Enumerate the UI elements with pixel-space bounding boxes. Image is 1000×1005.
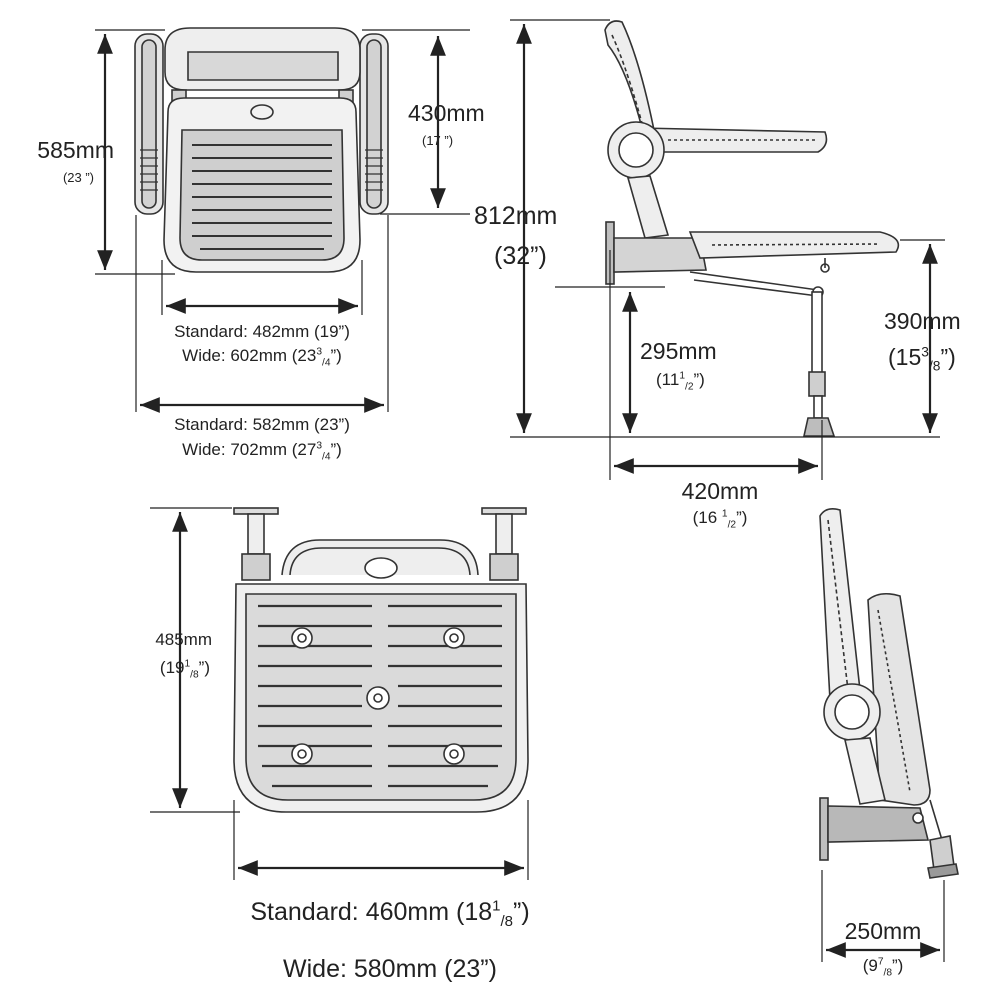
front-view-width-standard: Standard: 460mm (181/8”) <box>180 897 600 930</box>
folded-view-drawing <box>819 508 959 879</box>
front-view-height-mm: 485mm <box>155 630 212 649</box>
front-width-standard-text: Standard: 460mm (18 <box>250 898 493 926</box>
top-view-back-in: (17 ”) <box>422 133 454 148</box>
side-view-depth-in: (16 1/2”) <box>620 508 820 531</box>
top-view-height-mm: 585mm <box>37 137 114 163</box>
top-view-back-mm: 430mm <box>408 100 485 126</box>
side-view-seat-height-mm: 390mm <box>884 308 961 334</box>
front-view-height-in: (191/8”) <box>159 658 210 681</box>
side-view-dimensions <box>510 19 945 480</box>
folded-depth-in-end: ”) <box>891 956 904 975</box>
side-view-total-height-in: (32”) <box>494 242 547 270</box>
seat-height-in-text: (15 <box>888 344 922 370</box>
leg-in-sub: /2 <box>684 381 694 393</box>
depth-in-end: ”) <box>736 508 748 527</box>
overall-width-wide-end: ”) <box>330 440 342 459</box>
seat-width-wide-sup: 3 <box>316 346 322 358</box>
depth-in-text: (16 <box>692 508 722 527</box>
folded-view-depth-mm: 250mm <box>844 918 922 944</box>
front-width-standard-sub: /8 <box>500 913 513 930</box>
folded-depth-in-text: (9 <box>862 956 878 975</box>
top-view-height-in: (23 ”) <box>62 170 94 185</box>
front-height-in-sup: 1 <box>184 658 191 670</box>
top-view-overall-width-wide: Wide: 702mm (273/4”) <box>130 440 394 463</box>
front-height-in-end: ”) <box>198 658 210 677</box>
front-height-in-sub: /8 <box>190 669 199 681</box>
top-view-seat-width-wide: Wide: 602mm (233/4”) <box>140 346 384 369</box>
top-view-dimensions <box>95 29 470 413</box>
folded-depth-in-sub: /8 <box>883 967 892 979</box>
top-view-drawing <box>134 27 389 273</box>
folded-view-dimensions <box>821 870 945 962</box>
side-view-leg-in: (111/2”) <box>656 370 705 393</box>
front-view-width-wide: Wide: 580mm (23”) <box>283 955 497 983</box>
top-view-overall-width-standard: Standard: 582mm (23”) <box>174 415 350 434</box>
leg-in-end: ”) <box>693 370 705 389</box>
front-width-standard-sup: 1 <box>492 897 501 915</box>
side-view-drawing <box>604 20 900 437</box>
overall-width-wide-sub: /4 <box>322 451 331 463</box>
seat-width-wide-text: Wide: 602mm (23 <box>182 346 317 365</box>
side-view-total-height-mm: 812mm <box>474 202 558 230</box>
folded-depth-in-sup: 7 <box>877 956 884 968</box>
side-view-seat-height-in: (153/8”) <box>888 344 956 374</box>
overall-width-wide-text: Wide: 702mm (27 <box>182 440 317 459</box>
front-view-dimensions <box>150 507 529 880</box>
folded-view-depth-in: (97/8”) <box>820 956 946 979</box>
seat-width-wide-sub: /4 <box>322 357 331 369</box>
seat-height-in-sub: /8 <box>928 358 941 374</box>
depth-in-sup: 1 <box>721 508 728 520</box>
seat-width-wide-end: ”) <box>330 346 342 365</box>
leg-in-sup: 1 <box>679 370 685 382</box>
seat-height-in-sup: 3 <box>921 344 929 360</box>
front-width-standard-end: ”) <box>513 898 530 926</box>
front-height-in-text: (19 <box>159 658 185 677</box>
top-view-seat-width-standard: Standard: 482mm (19”) <box>174 322 350 341</box>
side-view-leg-mm: 295mm <box>640 338 717 364</box>
leg-in-text: (11 <box>656 370 680 389</box>
depth-in-sub: /2 <box>727 519 737 531</box>
front-view-drawing <box>233 507 529 813</box>
side-view-depth-mm: 420mm <box>681 478 759 504</box>
overall-width-wide-sup: 3 <box>316 440 322 452</box>
seat-height-in-end: ”) <box>940 344 956 370</box>
